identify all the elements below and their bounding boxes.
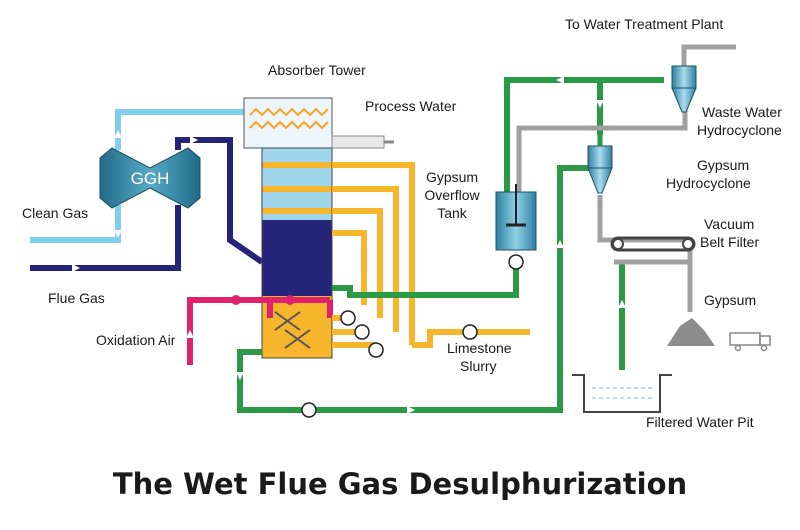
flue-gas-pipe [30, 137, 264, 271]
label-waste-water-1: Waste Water [702, 104, 782, 120]
process-water-pipe [331, 135, 394, 149]
slurry-pumps [340, 310, 478, 358]
filtered-water-pit [572, 374, 672, 413]
gypsum-pile [667, 318, 715, 346]
ggh-label: GGH [131, 169, 170, 188]
flow-arrows [72, 76, 626, 414]
label-oxidation-air: Oxidation Air [96, 332, 176, 348]
ggh-exchanger: GGH [99, 147, 201, 209]
label-gypsum-hc-2: Hydrocyclone [666, 175, 751, 191]
gypsum-overflow-tank [495, 184, 537, 270]
label-flue-gas: Flue Gas [48, 290, 105, 306]
oxidation-air-node [285, 295, 295, 305]
label-gypsum-hc-1: Gypsum [697, 157, 749, 173]
page-title: The Wet Flue Gas Desulphurization [113, 467, 687, 501]
oxidation-air-node [231, 295, 241, 305]
label-tank-1: Gypsum [426, 169, 478, 185]
vacuum-belt-filter [610, 236, 696, 252]
label-waste-water-2: Hydrocyclone [697, 122, 782, 138]
truck-icon [729, 332, 771, 352]
gypsum-hydrocyclone [587, 135, 613, 194]
label-vacuum-1: Vacuum [704, 216, 754, 232]
label-tank-2: Overflow [424, 187, 480, 203]
label-clean-gas: Clean Gas [22, 205, 88, 221]
label-process-water: Process Water [365, 98, 457, 114]
water-loop-pump [301, 402, 317, 418]
label-gypsum: Gypsum [704, 292, 756, 308]
oxidation-air-pipe [187, 297, 333, 365]
label-absorber-tower: Absorber Tower [268, 62, 366, 78]
absorber-tower [243, 97, 333, 359]
water-loop-pipes [237, 77, 664, 413]
label-limestone-2: Slurry [460, 358, 497, 374]
label-limestone-1: Limestone [447, 340, 512, 356]
tank-pump [508, 254, 524, 270]
label-vacuum-2: Belt Filter [700, 234, 759, 250]
waste-water-hydrocyclone [671, 65, 697, 113]
label-to-water-treatment: To Water Treatment Plant [565, 16, 723, 32]
label-filtered-water-pit: Filtered Water Pit [646, 414, 754, 430]
label-tank-3: Tank [437, 205, 468, 221]
